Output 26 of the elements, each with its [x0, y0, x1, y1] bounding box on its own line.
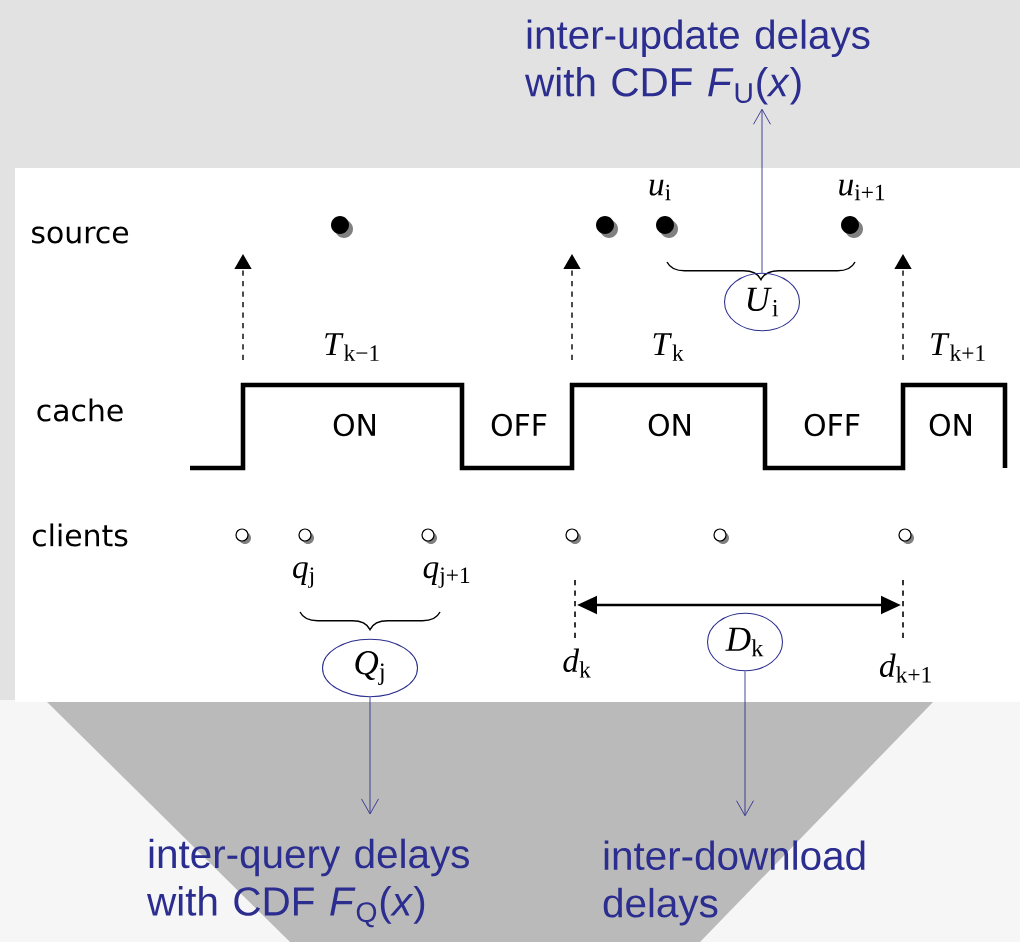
ellipse-label: Q$_{j}$ [322, 638, 419, 698]
state-label: OFF [491, 413, 547, 437]
math-label: u$_{i+1}$ [839, 179, 885, 201]
math-label: T$_{k−1}$ [325, 333, 379, 361]
math-label: q$_{j+1}$ [423, 562, 470, 588]
state-label: ON [648, 413, 690, 437]
math-label: d$_{k+1}$ [879, 653, 931, 683]
state-label: ON [929, 413, 971, 437]
ellipse-label: D$_{k}$ [707, 612, 784, 672]
annotation-text: inter-query delays with CDF F$_{Q}$(x) [147, 838, 469, 928]
row-label: clients [32, 523, 128, 547]
row-label: source [32, 226, 129, 244]
state-label: ON [333, 413, 375, 437]
annotation-text: inter-update delays with CDF F$_{U}$(x) [525, 19, 870, 105]
arrow [753, 108, 771, 274]
annotation-text: inter-download delays [603, 840, 865, 926]
math-label: u$_{i}$ [649, 179, 671, 201]
math-label: d$_{k}$ [563, 648, 591, 678]
math-label: T$_{k+1}$ [931, 333, 985, 361]
row-label: cache [37, 398, 123, 422]
state-label: OFF [804, 413, 860, 437]
ellipse-label: U$_{i}$ [724, 272, 801, 332]
arrow [736, 670, 754, 817]
arrow [361, 696, 379, 815]
math-label: T$_{k}$ [653, 333, 684, 361]
math-label: q$_{j}$ [293, 562, 314, 588]
